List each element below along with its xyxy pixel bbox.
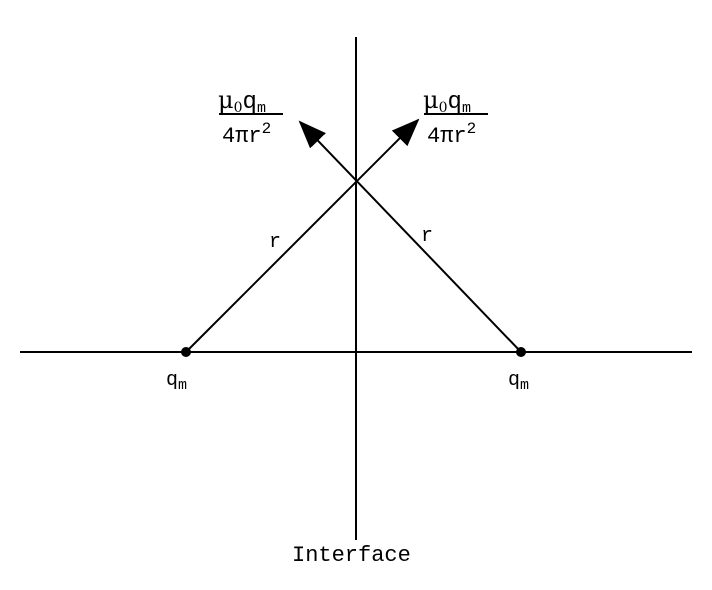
distance-label-right: r — [421, 225, 433, 248]
field-denominator-left: 4πr2 — [222, 120, 271, 149]
field-denominator-right: 4πr2 — [427, 120, 476, 149]
field-expression-right: μ0qm 4πr2 — [423, 86, 488, 149]
field-line-right-charge — [298, 120, 522, 353]
field-numerator-left: μ0qm — [218, 86, 266, 117]
field-expression-left: μ0qm 4πr2 — [218, 86, 283, 149]
charge-label-right: qm — [508, 369, 529, 394]
field-numerator-right: μ0qm — [423, 86, 471, 117]
distance-label-left: r — [269, 231, 281, 254]
charge-dot-right — [516, 347, 526, 357]
charge-dot-left — [181, 347, 191, 357]
charge-label-left: qm — [166, 369, 187, 394]
field-line-left-charge — [185, 118, 420, 353]
interface-label: Interface — [292, 543, 411, 568]
